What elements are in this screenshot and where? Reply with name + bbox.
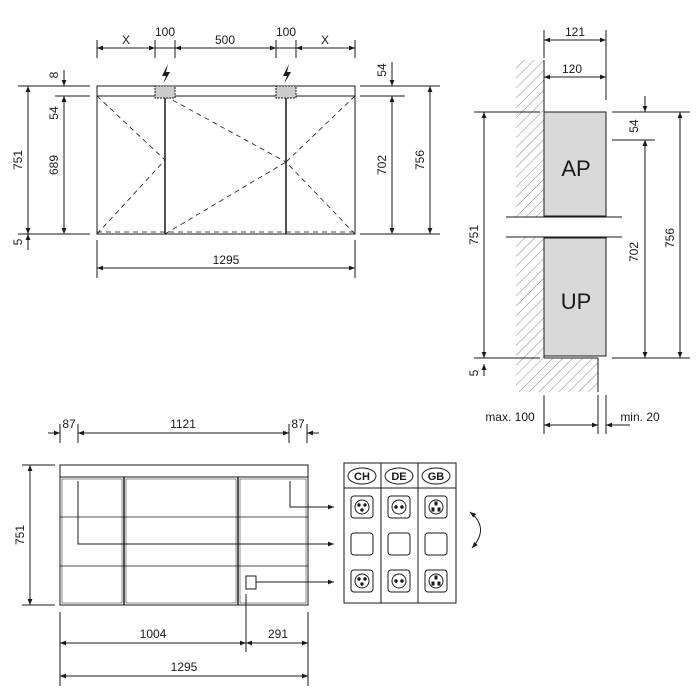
leader-line-middle [77,481,334,547]
rotate-arrow-icon [469,511,481,549]
socket-header: GB [428,471,445,483]
blank-plate [424,532,448,556]
dim-label: 500 [215,33,235,47]
door-swing-lines [96,95,356,235]
gb-socket-icon [424,495,448,519]
up-label: UP [561,289,592,314]
ch-socket-icon [350,569,374,593]
dim-label: 87 [291,417,305,431]
interior-cabinet-body [59,476,309,606]
dim-label: 1004 [140,627,167,641]
dim-label: 702 [627,242,641,262]
dim-label: X [321,33,329,47]
front-dimension-labels: X 100 500 100 X 8 54 751 689 5 54 702 75… [11,25,427,267]
blank-plate [387,532,411,556]
de-socket-icon [387,569,411,593]
dim-label: 54 [375,63,389,77]
lightning-icon [283,64,291,84]
dim-label: 689 [47,155,61,175]
socket-header: DE [391,471,406,483]
dim-label: min. 20 [620,410,660,424]
front-view [18,40,440,278]
ap-label: AP [561,156,590,181]
floor-hatch [516,358,598,392]
dim-label: 120 [562,62,582,76]
ch-socket-icon [350,495,374,519]
de-socket-icon [387,495,411,519]
interior-view [22,424,334,686]
ap-box [543,111,607,217]
dim-label: 1121 [170,417,196,431]
dim-label: 5 [11,238,25,245]
dim-label: 751 [11,150,25,170]
socket-panel [343,462,481,604]
up-box [543,237,607,357]
dim-label: 1295 [171,660,198,674]
socket-headers: CH DE GB [354,471,444,483]
dim-label: 54 [627,119,641,133]
dim-label: 756 [663,228,677,248]
dim-label: 702 [375,155,389,175]
electrical-box-right [275,85,297,99]
gb-socket-icon [424,569,448,593]
dim-label: X [122,33,130,47]
dim-label: 5 [467,369,481,376]
dim-label: 121 [565,25,585,39]
front-cabinet-top-strip [96,85,356,97]
dim-label: 1295 [213,253,240,267]
dim-label: max. 100 [485,410,535,424]
dim-label: 8 [47,71,61,78]
interior-socket-box [245,575,257,590]
interior-labels: 87 1121 87 751 1004 291 1295 [13,417,305,674]
wall-hatch-lower [516,237,544,358]
wall-hatch-upper [516,60,544,217]
lightning-icon [162,64,170,84]
dim-label: 100 [276,25,296,39]
dim-label: 54 [47,106,61,120]
electrical-box-left [154,85,176,99]
socket-header: CH [354,471,370,483]
dim-label: 291 [268,627,288,641]
dim-label: 751 [467,225,481,245]
dim-label: 756 [413,150,427,170]
side-labels: 121 120 AP UP 751 5 54 702 756 max. 100 … [467,25,677,424]
dim-label: 87 [62,417,76,431]
dim-label: 100 [155,25,175,39]
blank-plate [350,532,374,556]
interior-top-strip [59,464,309,478]
leader-line-top [289,481,334,510]
side-view [474,30,690,434]
front-cabinet-body [96,95,356,235]
dim-label: 751 [13,525,27,545]
